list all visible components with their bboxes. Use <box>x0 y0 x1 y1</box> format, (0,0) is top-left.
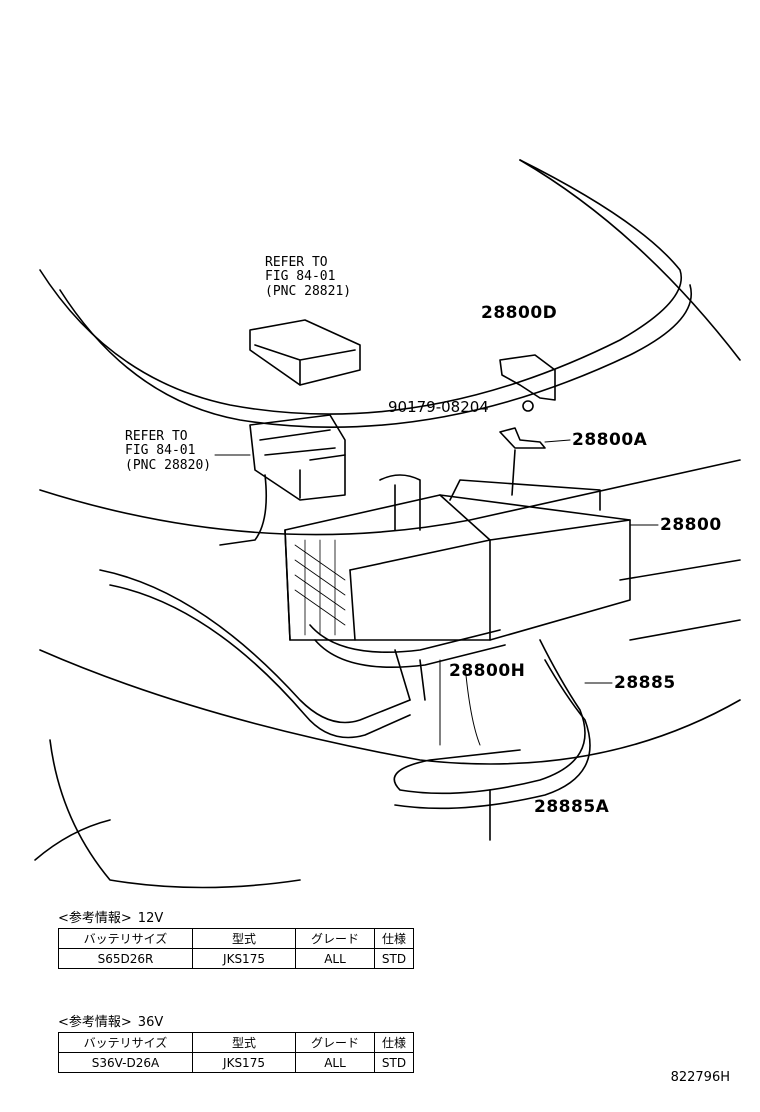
hood-outline <box>39 159 682 415</box>
header-battery-size: バッテリサイズ <box>58 928 193 949</box>
illustration-code: 822796H <box>670 1070 730 1085</box>
spec-block-36v: <参考情報> 36V バッテリサイズ 型式 グレード 仕様 S36V-D26A J… <box>58 1014 414 1073</box>
body-front <box>619 559 741 641</box>
cable-28885 <box>393 639 586 795</box>
wire-harness-2 <box>109 584 411 739</box>
spec-block-12v: <参考情報> 12V バッテリサイズ 型式 グレード 仕様 S65D26R JKS… <box>58 910 414 969</box>
nut-90179 <box>522 400 534 412</box>
spec-title-12v: <参考情報> 12V <box>58 910 414 928</box>
cell-battery-size: S65D26R <box>58 948 193 969</box>
wire-harness <box>99 569 411 724</box>
cable-28885A <box>394 659 591 810</box>
header-grade: グレード <box>295 1032 375 1053</box>
part-90179-08204: 90179-08204 <box>388 398 489 416</box>
refer-left-line2: FIG 84-01 <box>125 443 195 458</box>
refer-top-line2: FIG 84-01 <box>265 269 335 284</box>
header-model: 型式 <box>192 1032 296 1053</box>
header-battery-size: バッテリサイズ <box>58 1032 193 1053</box>
cell-grade: ALL <box>295 948 375 969</box>
table-header-row: バッテリサイズ 型式 グレード 仕様 <box>58 928 414 949</box>
hold-down-28800H <box>309 624 506 668</box>
terminal-28800A <box>499 427 546 449</box>
cell-battery-size: S36V-D26A <box>58 1052 193 1073</box>
bumper-lower <box>49 739 301 889</box>
spec-title-36v: <参考情報> 36V <box>58 1014 414 1032</box>
header-model: 型式 <box>192 928 296 949</box>
cell-grade: ALL <box>295 1052 375 1073</box>
part-28800A: 28800A <box>572 430 648 450</box>
refer-left-line1: REFER TO <box>125 429 188 444</box>
part-28800D: 28800D <box>481 303 557 323</box>
cell-spec: STD <box>374 1052 414 1073</box>
header-grade: グレード <box>295 928 375 949</box>
header-spec: 仕様 <box>374 928 414 949</box>
fender-line <box>519 159 741 361</box>
part-28885: 28885 <box>614 673 676 693</box>
bumper-upper <box>39 649 741 765</box>
spec-voltage-12v: 12V <box>137 911 164 926</box>
battery-28800 <box>284 474 631 641</box>
body-contour <box>39 459 741 536</box>
spec-table-36v: バッテリサイズ 型式 グレード 仕様 S36V-D26A JKS175 ALL … <box>58 1032 414 1073</box>
spec-title-text-12v: <参考情報> <box>58 911 132 926</box>
cover-28821 <box>249 319 361 386</box>
fuse-block-28820 <box>219 414 346 546</box>
part-28885A: 28885A <box>534 797 610 817</box>
spec-table-12v: バッテリサイズ 型式 グレード 仕様 S65D26R JKS175 ALL ST… <box>58 928 414 969</box>
terminal-cover-28800D <box>499 354 556 401</box>
part-28800H: 28800H <box>449 661 525 681</box>
cell-model: JKS175 <box>192 1052 296 1073</box>
refer-top-line1: REFER TO <box>265 255 328 270</box>
body-left <box>34 819 111 861</box>
table-header-row: バッテリサイズ 型式 グレード 仕様 <box>58 1032 414 1053</box>
table-row: S65D26R JKS175 ALL STD <box>58 948 414 969</box>
part-28800: 28800 <box>660 515 722 535</box>
cell-model: JKS175 <box>192 948 296 969</box>
refer-top-line3: (PNC 28821) <box>265 284 351 299</box>
header-spec: 仕様 <box>374 1032 414 1053</box>
hood-outline-inner <box>59 284 692 428</box>
spec-voltage-36v: 36V <box>137 1015 164 1030</box>
cell-spec: STD <box>374 948 414 969</box>
table-row: S36V-D26A JKS175 ALL STD <box>58 1052 414 1073</box>
refer-left-line3: (PNC 28820) <box>125 458 211 473</box>
spec-title-text-36v: <参考情報> <box>58 1015 132 1030</box>
